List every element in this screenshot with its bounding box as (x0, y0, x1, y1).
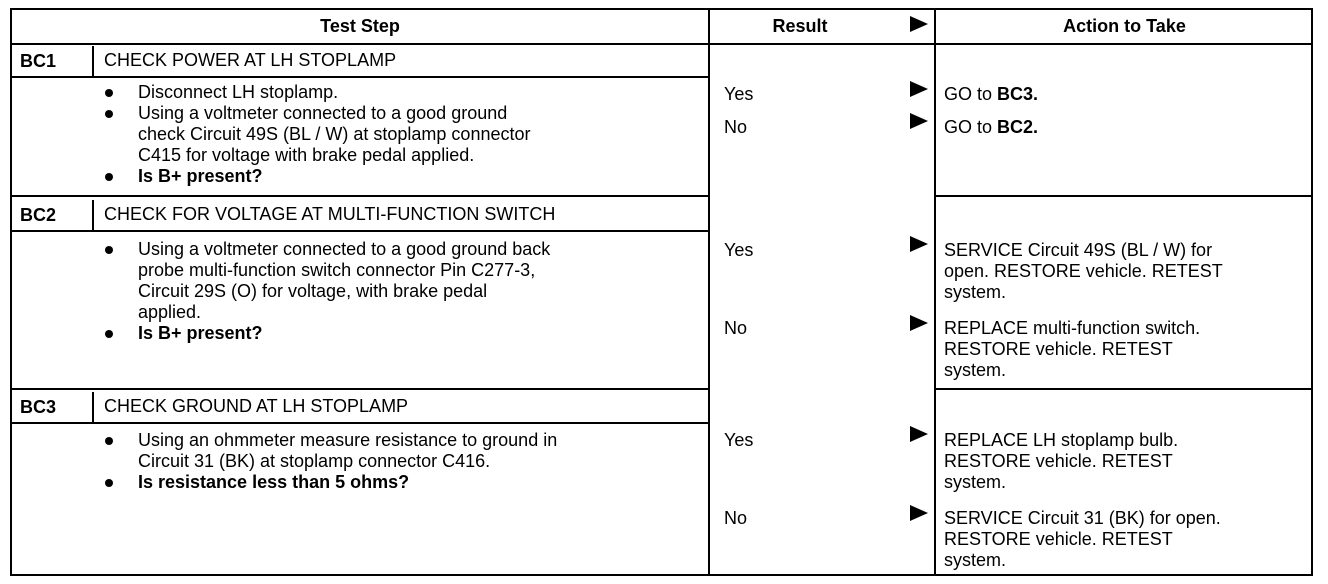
action-yes: REPLACE LH stoplamp bulb. (944, 430, 1179, 450)
action-no: REPLACE multi-function switch. (944, 318, 1201, 338)
bullet-icon (105, 479, 113, 487)
title-divider (12, 230, 708, 232)
header-divider (12, 43, 1311, 45)
result-no: No (724, 117, 748, 137)
code-divider (92, 392, 94, 422)
result-no: No (724, 508, 748, 528)
step-title: CHECK GROUND AT LH STOPLAMP (104, 396, 409, 416)
action-yes: system. (944, 472, 1007, 492)
instruction-text: applied. (138, 302, 202, 322)
instruction-text: Using a voltmeter connected to a good gr… (138, 239, 551, 259)
bullet-icon (105, 437, 113, 445)
bullet-icon (105, 110, 113, 118)
question-text: Is B+ present? (138, 166, 263, 186)
instruction-text: Circuit 31 (BK) at stoplamp connector C4… (138, 451, 491, 471)
result-yes: Yes (724, 84, 754, 104)
action-yes: system. (944, 282, 1007, 302)
arrow-icon (910, 426, 928, 442)
result-yes: Yes (724, 240, 754, 260)
row-divider (12, 388, 708, 390)
instruction-text: C415 for voltage with brake pedal applie… (138, 145, 475, 165)
header-arrow-icon (910, 16, 928, 32)
title-divider (12, 76, 708, 78)
diagnostic-table: Test Step Result Action to Take BC1 CHEC… (10, 8, 1313, 576)
instruction-text: Disconnect LH stoplamp. (138, 82, 339, 102)
instruction-text: Using an ohmmeter measure resistance to … (138, 430, 558, 450)
instruction-text: check Circuit 49S (BL / W) at stoplamp c… (138, 124, 531, 144)
step-code: BC2 (20, 205, 57, 225)
row-divider (12, 195, 708, 197)
header-result: Result (772, 16, 828, 36)
instruction-text: Using a voltmeter connected to a good gr… (138, 103, 508, 123)
action-no: SERVICE Circuit 31 (BK) for open. (944, 508, 1221, 528)
title-divider (12, 422, 708, 424)
column-divider-action (934, 10, 936, 574)
arrow-icon (910, 236, 928, 252)
instruction-text: probe multi-function switch connector Pi… (138, 260, 536, 280)
step-code: BC3 (20, 397, 57, 417)
question-text: Is resistance less than 5 ohms? (138, 472, 410, 492)
bullet-icon (105, 330, 113, 338)
bullet-icon (105, 89, 113, 97)
row-divider (934, 195, 1311, 197)
code-divider (92, 46, 94, 76)
action-no: RESTORE vehicle. RETEST (944, 529, 1173, 549)
result-yes: Yes (724, 430, 754, 450)
code-divider (92, 200, 94, 230)
bullet-icon (105, 246, 113, 254)
action-yes: SERVICE Circuit 49S (BL / W) for (944, 240, 1213, 260)
header-test-step: Test Step (320, 16, 400, 36)
instruction-text: Circuit 29S (O) for voltage, with brake … (138, 281, 488, 301)
action-no: RESTORE vehicle. RETEST (944, 339, 1173, 359)
arrow-icon (910, 113, 928, 129)
action-no: GO to BC2. (944, 117, 1039, 137)
column-divider-result (708, 10, 710, 574)
step-title: CHECK POWER AT LH STOPLAMP (104, 50, 397, 70)
action-no: system. (944, 360, 1007, 380)
arrow-icon (910, 315, 928, 331)
step-title: CHECK FOR VOLTAGE AT MULTI-FUNCTION SWIT… (104, 204, 556, 224)
header-action: Action to Take (1063, 16, 1186, 36)
arrow-icon (910, 81, 928, 97)
action-yes: RESTORE vehicle. RETEST (944, 451, 1173, 471)
result-no: No (724, 318, 748, 338)
arrow-icon (910, 505, 928, 521)
action-yes: open. RESTORE vehicle. RETEST (944, 261, 1223, 281)
bullet-icon (105, 173, 113, 181)
question-text: Is B+ present? (138, 323, 263, 343)
action-yes: GO to BC3. (944, 84, 1039, 104)
row-divider (934, 388, 1311, 390)
step-code: BC1 (20, 51, 57, 71)
action-no: system. (944, 550, 1007, 570)
